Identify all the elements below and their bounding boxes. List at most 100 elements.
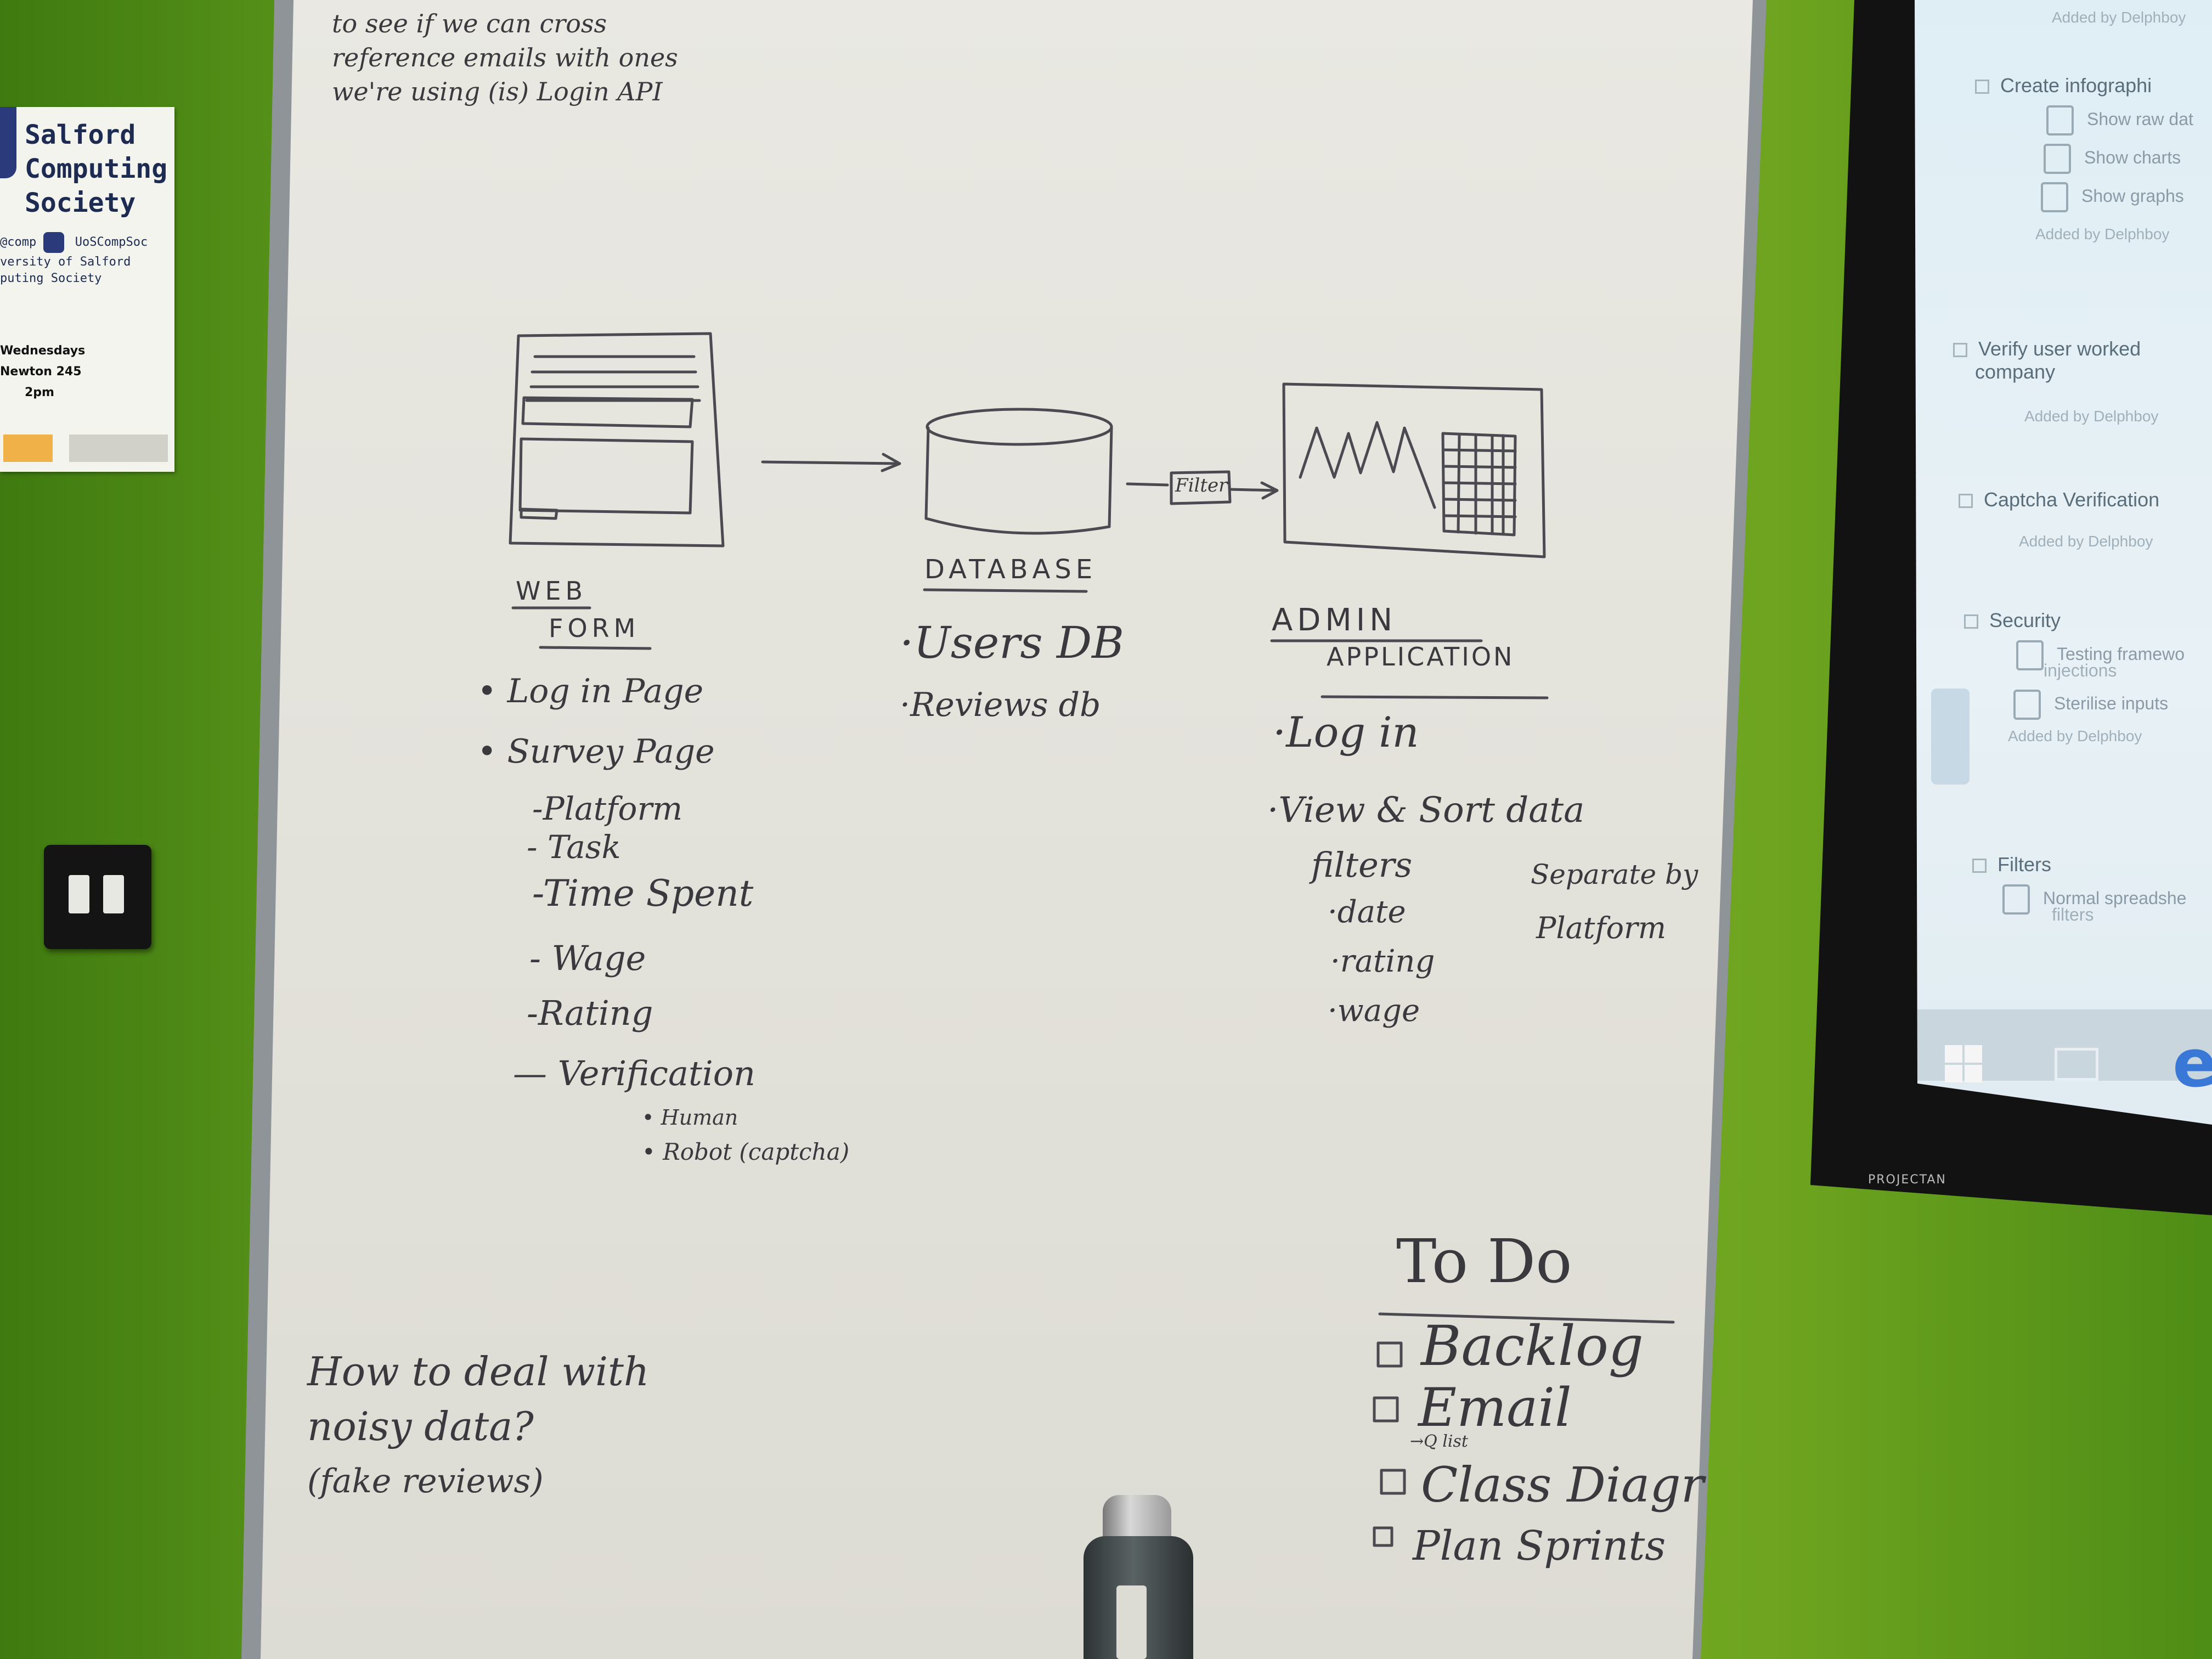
monitor-brand: PROJECTAN: [1868, 1173, 1946, 1187]
checkbox[interactable]: [2002, 884, 2030, 915]
checkbox-class-diagram: [1380, 1469, 1406, 1495]
noisy-note-line: How to deal with: [307, 1348, 650, 1395]
task-checkbox-icon[interactable]: [1975, 80, 1989, 94]
card-verify-user[interactable]: Verify user worked company Added by Delp…: [1953, 337, 2212, 427]
poster-sponsor-logos: [3, 435, 168, 462]
web-form-subitem: - Wage: [529, 938, 646, 978]
checklist-item: Show raw dat: [2087, 109, 2193, 129]
checklist-item-cont: filters: [2052, 905, 2094, 924]
task-checkbox-icon[interactable]: [1972, 859, 1987, 873]
computing-society-poster: Salford Computing Society @comp UoSCompS…: [0, 107, 174, 472]
poster-university-line: versity of Salford: [0, 255, 131, 269]
card-title: Security: [1989, 609, 2061, 631]
filter-item: ·rating: [1330, 944, 1435, 979]
windows-start-icon[interactable]: [1945, 1045, 1983, 1084]
arrow-to-database: [761, 460, 900, 465]
poster-room: Newton 245: [0, 365, 82, 379]
application-underline: [1321, 695, 1549, 699]
filter-box: [1170, 470, 1232, 505]
checkbox[interactable]: [2013, 690, 2041, 720]
poster-handles: @comp UoSCompSoc: [0, 232, 148, 253]
poster-twitter-handle: @comp: [0, 235, 37, 249]
separate-by-note: Separate by: [1531, 859, 1699, 890]
sidebar-expand-tab[interactable]: [1931, 689, 1970, 785]
card-create-infographic[interactable]: Create infographi Show raw dat Show char…: [1975, 74, 2212, 245]
card-title: Captcha Verification: [1984, 488, 2160, 511]
added-by-label: Added by Delphboy: [2035, 225, 2170, 242]
switch-rocker-right: [103, 875, 124, 913]
web-form-title: WEB: [516, 576, 588, 606]
checkbox[interactable]: [2041, 182, 2068, 213]
water-bottle: [1084, 1536, 1193, 1659]
web-form-subitem: -Platform: [532, 790, 683, 827]
database-title: DATABASE: [924, 554, 1097, 585]
bottle-band: [1116, 1585, 1147, 1659]
form-underline: [539, 646, 652, 650]
separate-by-note: Platform: [1536, 911, 1667, 945]
admin-application-drawing: [1282, 382, 1546, 558]
card-footer: Added by Delphboy: [1975, 7, 2212, 29]
added-by-label: Added by Delphboy: [2008, 727, 2142, 744]
card-title-cont: company: [1975, 360, 2056, 383]
filter-label: Filter: [1175, 475, 1228, 496]
web-form-drawing: [509, 332, 725, 548]
added-by-label: Added by Delphboy: [2024, 408, 2159, 425]
verification-option: • Robot (captcha): [642, 1138, 850, 1165]
web-form-title: FORM: [549, 613, 640, 643]
database-item: ·Users DB: [900, 617, 1124, 668]
monitor-screen: [1915, 0, 2212, 1125]
task-checkbox-icon[interactable]: [1953, 343, 1967, 358]
poster-title-line: Salford: [25, 120, 136, 150]
poster-society-line: puting Society: [0, 272, 102, 285]
noisy-data-note: How to deal with noisy data? (fake revie…: [307, 1344, 649, 1509]
todo-item: Plan Sprints: [1413, 1522, 1666, 1570]
todo-item: Backlog: [1421, 1314, 1644, 1378]
noisy-note-line: noisy data?: [307, 1403, 534, 1449]
poster-instagram-handle: UoSCompSoc: [75, 235, 148, 249]
verification-option: • Human: [642, 1105, 738, 1130]
filter-item: ·date: [1328, 894, 1406, 930]
added-by-label: Added by Delphboy: [2052, 9, 2186, 26]
checkbox-email: [1373, 1396, 1399, 1423]
todo-underline: [1378, 1312, 1675, 1324]
poster-logo-stripe: [0, 107, 16, 178]
checklist-item: Sterilise inputs: [2054, 693, 2169, 713]
web-form-item: • Log in Page: [477, 672, 704, 710]
top-note-line: to see if we can cross: [332, 9, 607, 38]
web-form-item: • Survey Page: [477, 732, 715, 771]
checkbox[interactable]: [2044, 144, 2071, 174]
checklist-item: Normal spreadshe: [2043, 888, 2187, 908]
admin-item: ·Log in: [1273, 708, 1419, 757]
database-item: ·Reviews db: [900, 686, 1101, 724]
card-security[interactable]: Security Testing framewo injections Ster…: [1964, 609, 2212, 747]
web-form-subitem: -Rating: [527, 993, 653, 1033]
task-checkbox-icon[interactable]: [1964, 614, 1978, 629]
todo-title: To Do: [1396, 1226, 1572, 1296]
checkbox[interactable]: [2046, 105, 2074, 136]
poster-title: Salford Computing Society: [25, 118, 167, 220]
card-title: Verify user worked: [1978, 337, 2141, 360]
added-by-label: Added by Delphboy: [2019, 533, 2153, 550]
task-view-icon[interactable]: [2055, 1048, 2098, 1081]
filter-item: ·wage: [1328, 993, 1420, 1029]
todo-email-sub: →Q list: [1410, 1432, 1468, 1451]
top-note-line: we're using (is) Login API: [332, 77, 663, 106]
todo-item: Class Diagr: [1421, 1457, 1704, 1513]
poster-day: Wednesdays: [0, 344, 86, 358]
noisy-note-line: (fake reviews): [307, 1462, 544, 1500]
poster-title-line: Society: [25, 188, 136, 218]
database-underline: [923, 588, 1088, 593]
card-captcha[interactable]: Captcha Verification Added by Delphboy: [1959, 488, 2212, 552]
task-checkbox-icon[interactable]: [1959, 494, 1973, 509]
filters-label: filters: [1311, 845, 1413, 885]
instagram-icon: [43, 232, 65, 253]
checkbox[interactable]: [2016, 640, 2044, 671]
application-title: APPLICATION: [1327, 642, 1515, 672]
top-note: to see if we can cross reference emails …: [332, 7, 678, 109]
card-filters[interactable]: Filters Normal spreadshe filters: [1972, 853, 2212, 926]
edge-browser-icon[interactable]: e: [2172, 1026, 2212, 1102]
web-form-subitem: - Task: [527, 828, 621, 866]
arrow-to-filter: [1126, 482, 1169, 487]
light-switch: [44, 845, 151, 949]
